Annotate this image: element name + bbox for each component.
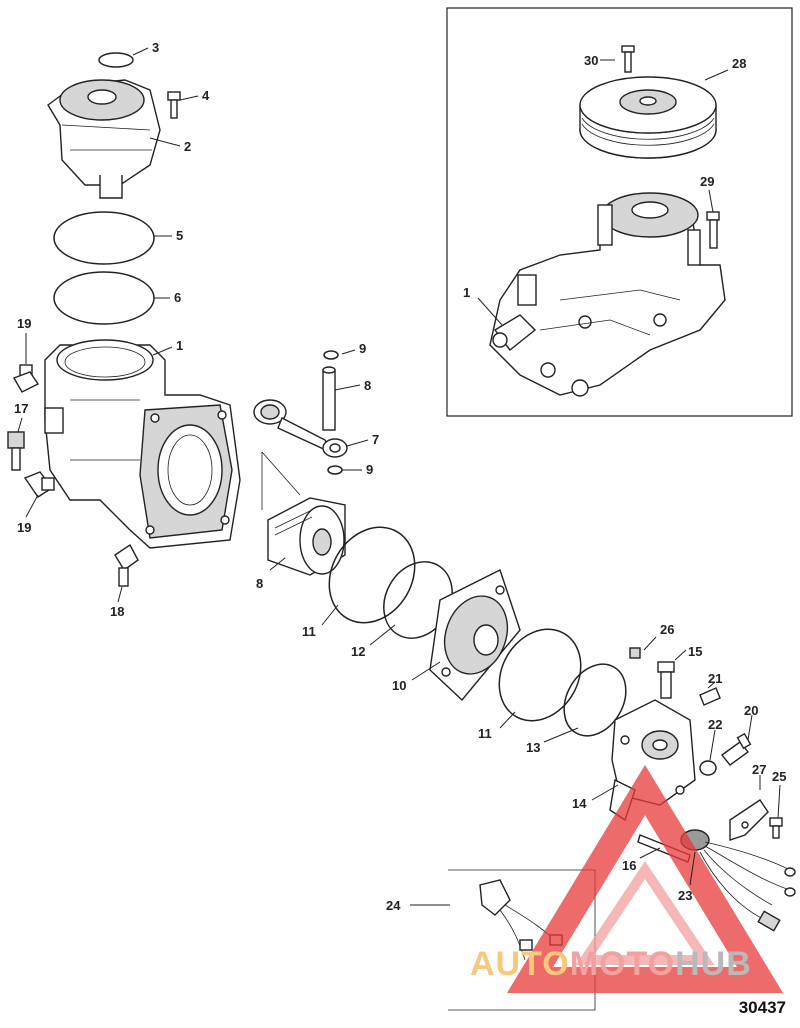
fitting-19-top bbox=[12, 364, 40, 393]
callout-19-top: 19 bbox=[17, 316, 31, 331]
callout-24: 24 bbox=[386, 898, 401, 913]
callout-17: 17 bbox=[14, 401, 28, 416]
gasket-11-left bbox=[328, 526, 416, 624]
seal-13 bbox=[563, 663, 627, 737]
connecting-rod-7 bbox=[253, 399, 348, 458]
callout-9-top: 9 bbox=[359, 341, 366, 356]
callout-3: 3 bbox=[152, 40, 159, 55]
callout-18: 18 bbox=[110, 604, 124, 619]
callout-4: 4 bbox=[202, 88, 210, 103]
o-ring-22 bbox=[699, 760, 717, 776]
bracket-27 bbox=[729, 799, 769, 841]
sensor-20 bbox=[720, 732, 752, 766]
callout-12: 12 bbox=[351, 644, 365, 659]
callout-27: 27 bbox=[752, 762, 766, 777]
bolt-30 bbox=[621, 45, 635, 73]
fitting-18 bbox=[114, 543, 139, 587]
callout-11-left: 11 bbox=[302, 624, 316, 639]
fitting-19-bottom bbox=[23, 471, 55, 498]
callout-10: 10 bbox=[392, 678, 406, 693]
callout-15: 15 bbox=[688, 644, 702, 659]
callout-30: 30 bbox=[584, 53, 598, 68]
wrist-pin-8 bbox=[322, 366, 336, 431]
bolt-4 bbox=[167, 91, 181, 119]
gasket-5 bbox=[53, 211, 155, 265]
retaining-ring-3 bbox=[98, 52, 134, 68]
callout-16: 16 bbox=[622, 858, 636, 873]
callout-5: 5 bbox=[176, 228, 183, 243]
fitting-17 bbox=[7, 431, 25, 471]
callout-14: 14 bbox=[572, 796, 587, 811]
callout-21: 21 bbox=[708, 671, 722, 686]
cylinder-body-1 bbox=[44, 339, 241, 549]
callout-1-inset: 1 bbox=[463, 285, 470, 300]
callout-23: 23 bbox=[678, 888, 692, 903]
assembled-compressor-1 bbox=[489, 192, 726, 397]
plug-26 bbox=[629, 647, 641, 659]
callout-22: 22 bbox=[708, 717, 722, 732]
watermark-hub: HUB bbox=[675, 945, 752, 983]
top-housing-2 bbox=[47, 79, 161, 199]
piston-guide-lines bbox=[261, 451, 301, 510]
watermark-logo bbox=[506, 764, 784, 993]
gasket-11-right bbox=[498, 628, 582, 722]
callout-26: 26 bbox=[660, 622, 674, 637]
watermark-text: AUTOMOTOHUB bbox=[470, 945, 752, 984]
inset-box bbox=[446, 7, 793, 417]
piston-8 bbox=[267, 497, 346, 576]
bolt-25 bbox=[769, 817, 783, 839]
callout-20: 20 bbox=[744, 703, 758, 718]
callout-9-bottom: 9 bbox=[366, 462, 373, 477]
retaining-clip-9-bottom bbox=[327, 465, 343, 475]
watermark-auto: AUTO bbox=[470, 945, 570, 983]
gasket-6 bbox=[53, 271, 155, 325]
retaining-clip-9-top bbox=[323, 350, 339, 360]
callout-19-bottom: 19 bbox=[17, 520, 31, 535]
callout-8-bottom: 8 bbox=[256, 576, 263, 591]
callout-labels: 3 4 2 5 6 1 19 17 19 18 9 8 7 9 8 11 12 … bbox=[14, 40, 786, 913]
valve-plate-10 bbox=[429, 569, 521, 702]
callout-6: 6 bbox=[174, 290, 181, 305]
callout-25: 25 bbox=[772, 769, 786, 784]
callout-11-right: 11 bbox=[478, 726, 492, 741]
watermark-moto: MOTO bbox=[569, 945, 676, 983]
wiring-harness-23 bbox=[680, 829, 796, 932]
callout-13: 13 bbox=[526, 740, 540, 755]
callout-1-main: 1 bbox=[176, 338, 183, 353]
fitting-21 bbox=[699, 687, 721, 706]
pulley-28 bbox=[579, 76, 717, 159]
callout-2: 2 bbox=[184, 139, 191, 154]
bolt-29 bbox=[706, 211, 720, 249]
callout-8-top: 8 bbox=[364, 378, 371, 393]
callout-28: 28 bbox=[732, 56, 746, 71]
callout-29: 29 bbox=[700, 174, 714, 189]
leader-lines bbox=[17, 47, 781, 906]
drawing-number: 30437 bbox=[738, 998, 786, 1017]
fitting-15 bbox=[657, 661, 675, 699]
callout-7: 7 bbox=[372, 432, 379, 447]
